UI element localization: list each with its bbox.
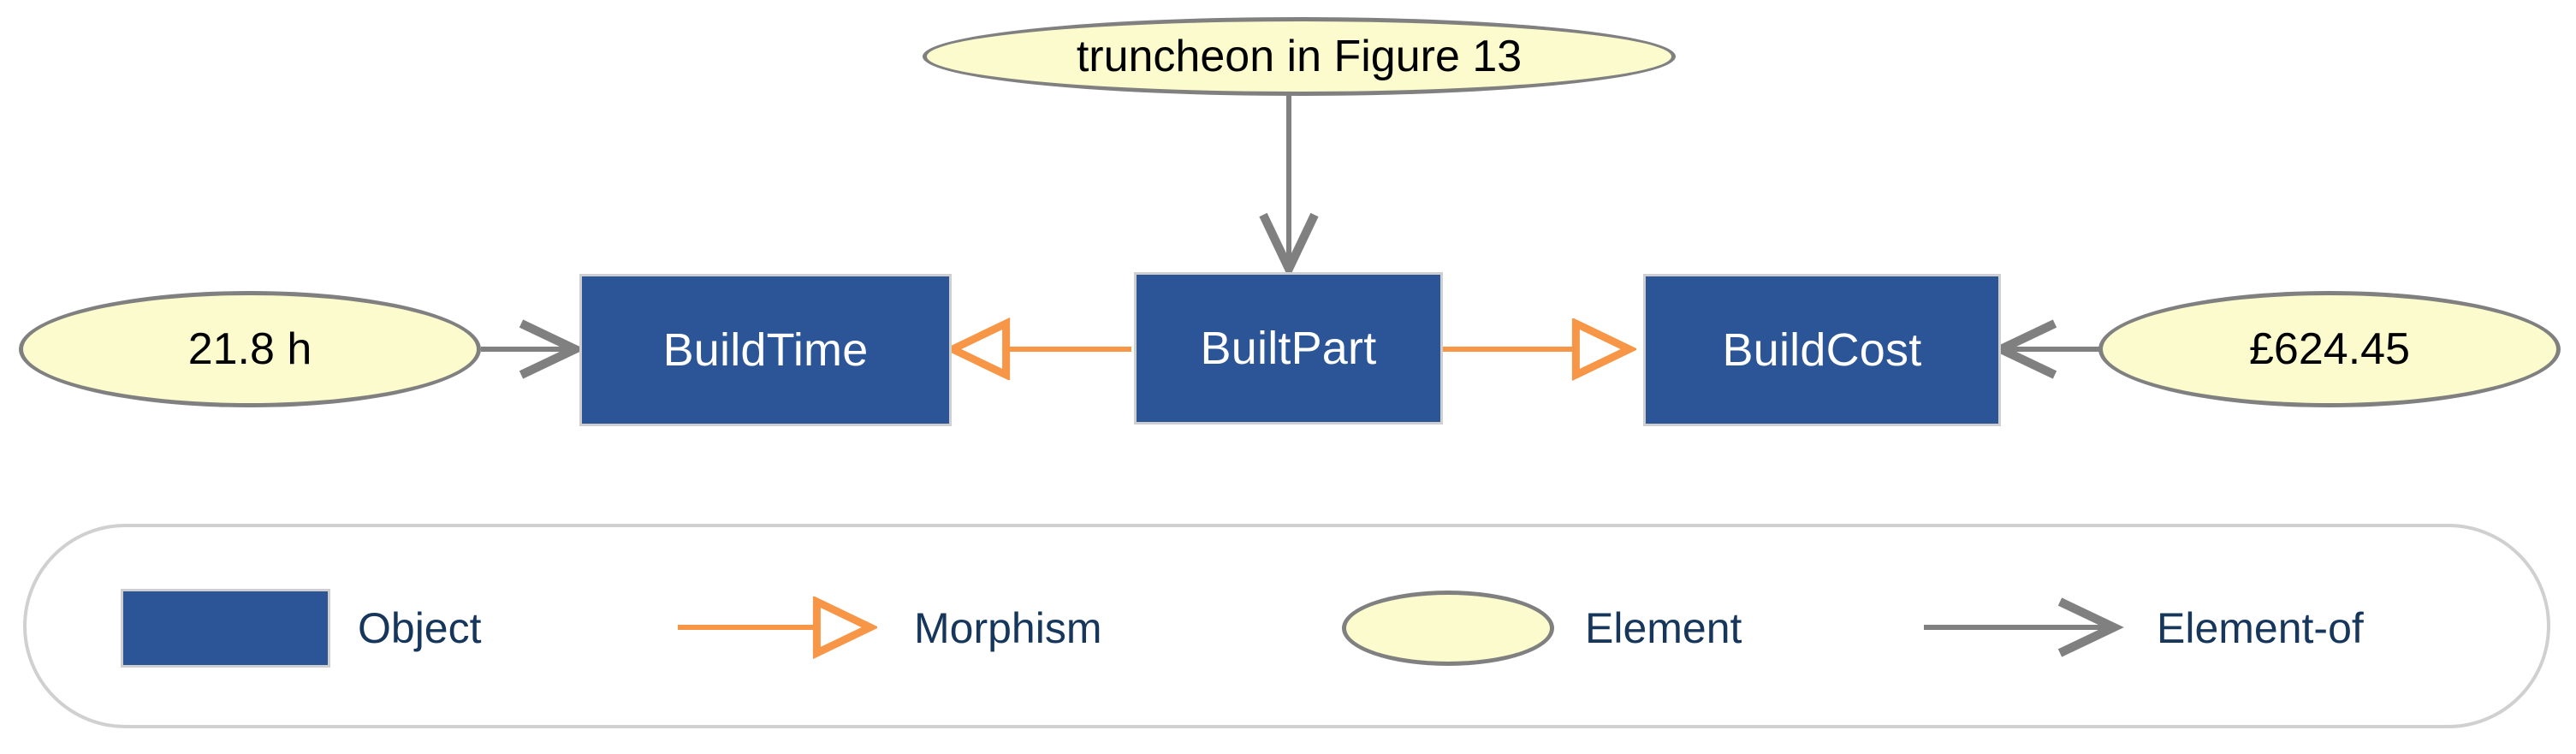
element-node-truncheon[interactable] — [923, 17, 1676, 96]
legend-element-swatch-icon — [1342, 591, 1554, 666]
object-node-buildcost[interactable] — [1643, 274, 2001, 426]
element-node-buildcost-value[interactable] — [2098, 291, 2561, 407]
legend-object-swatch-icon — [121, 589, 330, 668]
element-node-buildtime-value[interactable] — [19, 291, 481, 407]
legend-panel — [23, 524, 2550, 728]
object-node-builtpart[interactable] — [1134, 272, 1443, 424]
object-node-buildtime[interactable] — [579, 274, 952, 426]
